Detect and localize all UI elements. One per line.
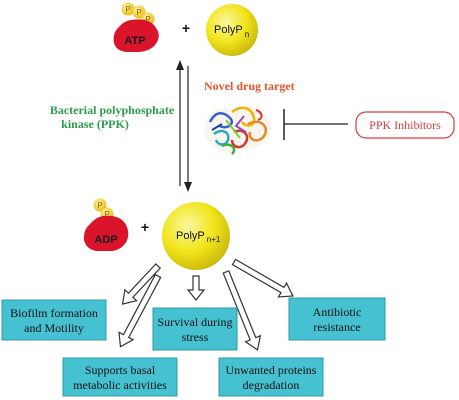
- phosphate-icon: [121, 2, 135, 16]
- outcome-label: degradation: [243, 378, 300, 392]
- enzyme-label-line1: Bacterial polyphosphate: [50, 103, 175, 117]
- outcome-box-basal: Supports basal metabolic activities: [62, 357, 178, 397]
- ppk-inhibitors-box: PPK Inhibitors: [355, 111, 455, 139]
- atp-label: ATP: [124, 35, 145, 47]
- polyp-ball: [162, 202, 230, 270]
- plus-sign: +: [182, 20, 190, 36]
- arrow-up-icon: [176, 60, 184, 70]
- outcome-box-unwanted: Unwanted proteins degradation: [218, 357, 324, 397]
- enzyme-label-line2: kinase (PPK): [61, 117, 129, 131]
- phosphate-label: P: [145, 15, 150, 24]
- plus-sign: +: [141, 219, 149, 235]
- phosphate-icon: [93, 198, 107, 212]
- outline-arrow-icon: [231, 258, 294, 298]
- atp-molecule: P P P ATP: [113, 2, 159, 52]
- outcome-box-antibiotic: Antibiotic resistance: [288, 297, 386, 341]
- outline-arrow-icon: [118, 273, 162, 348]
- atp-shape: [113, 19, 159, 52]
- phosphate-label: P: [136, 8, 141, 17]
- outcome-label: Survival during: [158, 315, 233, 329]
- phosphate-label: P: [104, 210, 109, 219]
- outcome-box-biofilm: Biofilm formation and Motility: [1, 299, 107, 341]
- phosphate-label: P: [97, 201, 102, 210]
- outcome-label: Supports basal: [85, 363, 156, 377]
- outcome-label: Biofilm formation: [10, 306, 98, 320]
- outcome-label: stress: [182, 330, 209, 344]
- polyp-ball: [206, 4, 258, 56]
- phosphate-label: P: [125, 5, 130, 14]
- ppk-protein-structure: [204, 105, 271, 155]
- outcome-label: Unwanted proteins: [226, 363, 317, 377]
- drug-target-label: Novel drug target: [204, 79, 295, 93]
- inhibition-connector: [283, 109, 348, 140]
- outcome-label: resistance: [313, 320, 360, 334]
- outcome-label: and Motility: [24, 321, 84, 335]
- adp-molecule: P P ADP: [83, 198, 129, 252]
- phosphate-icon: [132, 5, 146, 19]
- adp-label: ADP: [94, 234, 117, 246]
- reversible-arrows: [176, 60, 192, 192]
- outline-arrow-icon: [121, 263, 162, 305]
- outline-arrow-icon: [222, 270, 262, 351]
- outcome-label: metabolic activities: [73, 378, 167, 392]
- outcome-label: Antibiotic: [313, 305, 362, 319]
- adp-shape: [83, 215, 129, 252]
- arrow-down-icon: [184, 182, 192, 192]
- outline-arrow-icon: [186, 275, 206, 301]
- outcome-box-survival: Survival during stress: [152, 307, 238, 351]
- ppk-inhibitors-label: PPK Inhibitors: [369, 118, 441, 132]
